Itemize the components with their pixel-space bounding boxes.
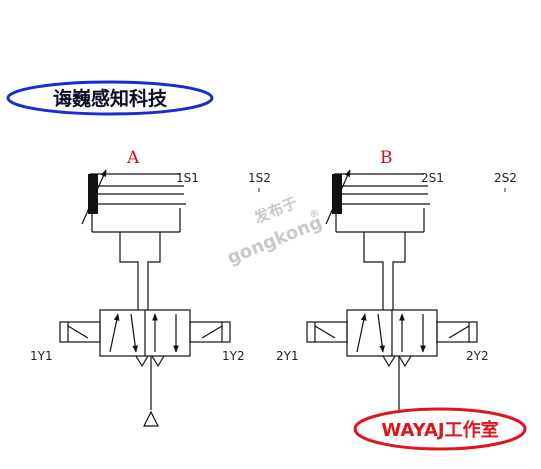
circuit-a-sensor-right: 1S2	[248, 171, 271, 185]
circuit-a-coil-right: 1Y2	[222, 349, 245, 363]
circuit-a-sensor-left: 1S1	[176, 171, 199, 185]
watermark-mark: ®	[308, 208, 321, 222]
circuit-a-coil-left: 1Y1	[30, 349, 53, 363]
circuit-b-coil-right: 2Y2	[466, 349, 489, 363]
logo-ellipse	[6, 80, 214, 116]
studio-badge: WAYAJ工作室	[353, 407, 527, 451]
circuit-a-supply-source	[143, 410, 159, 427]
circuit-b-coil-left: 2Y1	[276, 349, 299, 363]
circuit-b-cylinder	[325, 169, 430, 233]
circuit-a-pipe-right	[147, 232, 161, 310]
circuit-a: A 1S1 1S2	[30, 148, 271, 427]
circuit-b-sensor-right: 2S2	[494, 171, 517, 185]
circuit-b-pipe-left	[363, 232, 384, 310]
circuit-b-solenoid-left	[306, 321, 348, 343]
circuit-b-valve	[306, 309, 478, 368]
circuit-b-title: B	[380, 148, 393, 168]
circuit-a-valve	[59, 309, 231, 368]
circuit-a-solenoid-right	[189, 321, 231, 343]
circuit-a-solenoid-left	[59, 321, 101, 343]
circuit-b-solenoid-right	[436, 321, 478, 343]
studio-badge-text: WAYAJ工作室	[381, 419, 498, 441]
circuit-a-piston	[88, 174, 98, 214]
circuit-a-title: A	[126, 148, 140, 168]
watermark: 发布于 gongkong ®	[224, 193, 325, 268]
studio-badge-ellipse	[353, 407, 527, 451]
company-logo: 诲巍感知科技	[6, 80, 214, 116]
circuit-b: B 2S1 2S2	[276, 148, 517, 412]
circuit-b-piston	[332, 174, 342, 214]
circuit-b-pipe-right	[392, 232, 406, 310]
circuit-b-sensor-left: 2S1	[421, 171, 444, 185]
circuit-a-pipe-left	[119, 232, 139, 310]
circuit-a-cylinder	[81, 169, 186, 233]
logo-text: 诲巍感知科技	[53, 87, 168, 110]
